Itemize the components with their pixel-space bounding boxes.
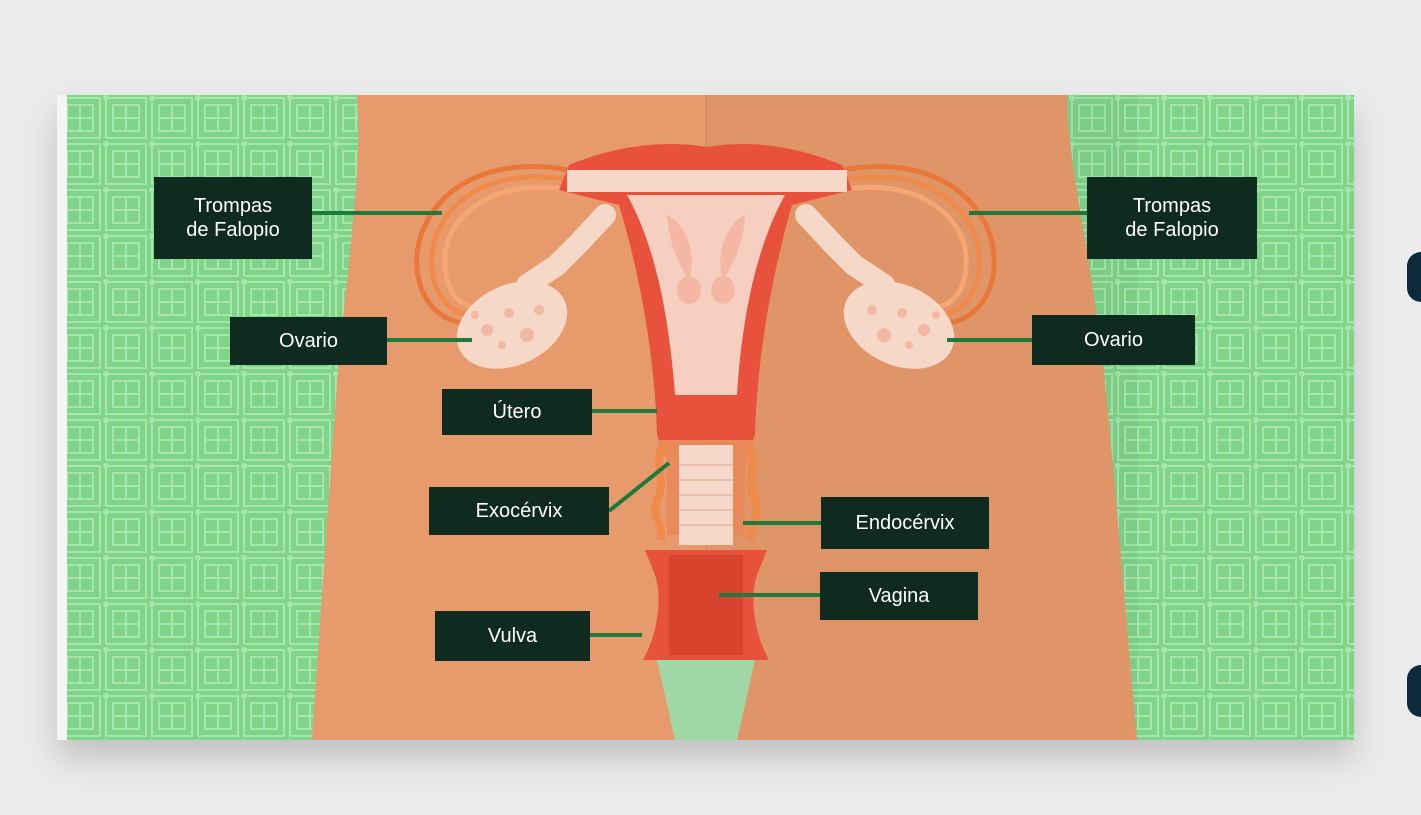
label-vagina: Vagina: [820, 572, 978, 620]
label-ovario-right: Ovario: [1032, 315, 1195, 365]
label-trompas-left: Trompas de Falopio: [154, 177, 312, 259]
label-vulva: Vulva: [435, 611, 590, 661]
book-spread: Trompas de Falopio Trompas de Falopio Ov…: [57, 95, 1354, 740]
label-utero: Útero: [442, 389, 592, 435]
edge-mark-top: [1407, 252, 1421, 302]
vagina: [643, 550, 769, 660]
edge-mark-bottom: [1407, 665, 1421, 717]
cervix: [655, 440, 756, 545]
label-ovario-left: Ovario: [230, 317, 387, 365]
label-trompas-right: Trompas de Falopio: [1087, 177, 1257, 259]
label-endocervix: Endocérvix: [821, 497, 989, 549]
label-exocervix: Exocérvix: [429, 487, 609, 535]
